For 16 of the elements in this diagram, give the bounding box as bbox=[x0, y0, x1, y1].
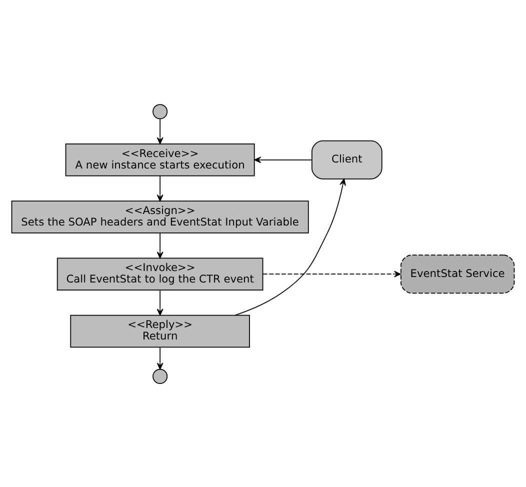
arrow bbox=[156, 118, 164, 144]
arrow bbox=[156, 232, 164, 258]
node-circle bbox=[152, 368, 168, 384]
node-circle bbox=[152, 104, 168, 119]
node-box: <<Reply>> Return bbox=[70, 314, 250, 348]
arrow bbox=[254, 156, 312, 163]
node-box: Client bbox=[311, 140, 382, 179]
node-box: <<Invoke>> Call EventStat to log the CTR event bbox=[56, 257, 264, 290]
arrow bbox=[156, 346, 164, 370]
node-box: <<Assign>> Sets the SOAP headers and EventStat Input Variable bbox=[11, 200, 309, 233]
arrow bbox=[156, 289, 164, 316]
arrow bbox=[234, 178, 346, 316]
arrow bbox=[156, 174, 164, 201]
arrow bbox=[262, 270, 401, 277]
node-box: EventStat Service bbox=[400, 254, 515, 294]
node-box: <<Receive>> A new instance starts execution bbox=[65, 143, 255, 176]
